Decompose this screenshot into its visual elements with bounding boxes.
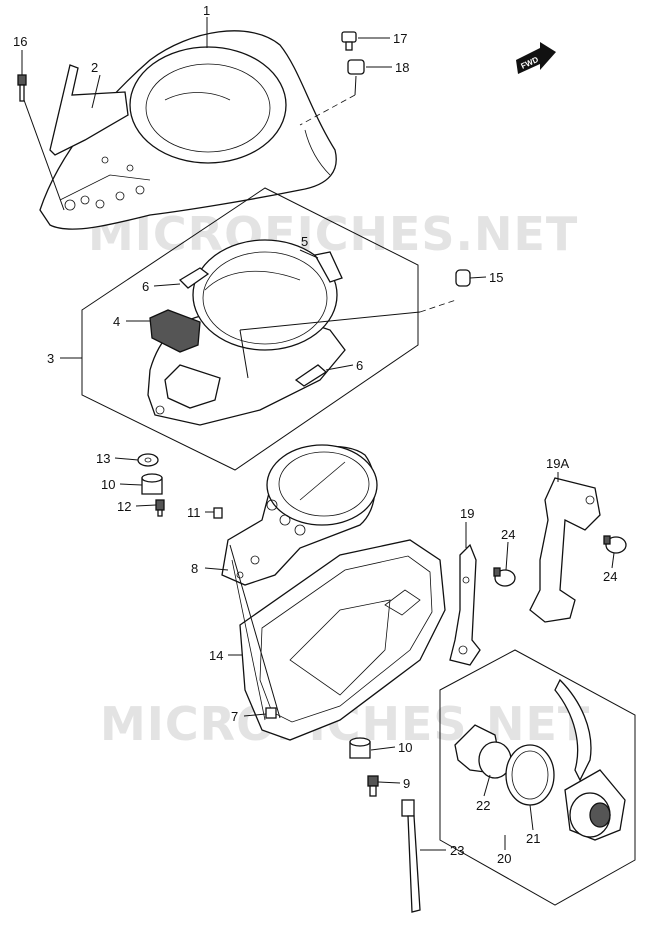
sensor-20 — [554, 678, 626, 841]
bracket-19a — [529, 477, 601, 623]
callout-15: 15 — [489, 270, 503, 285]
meter-cover-lower — [231, 539, 446, 741]
screw-9 — [367, 775, 379, 797]
callout-9: 9 — [403, 776, 410, 791]
callout-21: 21 — [526, 831, 540, 846]
cushion-6b — [294, 364, 328, 387]
callouts: 1 2 16 17 18 5 6 15 4 3 6 13 10 12 11 8 … — [13, 3, 617, 866]
cushion-5 — [313, 251, 343, 283]
callout-2: 2 — [91, 60, 98, 75]
callout-24b: 24 — [603, 569, 617, 584]
callout-10a: 10 — [101, 477, 115, 492]
callout-24a: 24 — [501, 527, 515, 542]
cushion-4 — [149, 309, 201, 353]
grommet-15 — [455, 269, 471, 287]
screw-11 — [213, 507, 223, 519]
grommet-10a — [141, 473, 163, 495]
nut-7 — [265, 707, 277, 719]
callout-19a: 19A — [546, 456, 569, 471]
callout-5: 5 — [301, 234, 308, 249]
cushion-18 — [347, 59, 365, 75]
cushion-6a — [178, 267, 210, 289]
callout-10b: 10 — [398, 740, 412, 755]
ring-21 — [505, 744, 555, 806]
clamp-24b — [603, 535, 627, 554]
callout-19: 19 — [460, 506, 474, 521]
callout-13: 13 — [96, 451, 110, 466]
washer-13 — [137, 453, 159, 467]
callout-20: 20 — [497, 851, 511, 866]
callout-11: 11 — [187, 505, 201, 520]
cover-bracket — [49, 64, 129, 156]
clamp-24a — [493, 567, 516, 587]
cable-tie-23 — [401, 799, 421, 913]
group-box-20 — [439, 649, 636, 906]
callout-6a: 6 — [142, 279, 149, 294]
callout-4: 4 — [113, 314, 120, 329]
speedometer-assembly — [221, 444, 378, 586]
socket-22 — [454, 724, 512, 779]
callout-14: 14 — [209, 648, 223, 663]
callout-7: 7 — [231, 709, 238, 724]
meter-cover-upper — [39, 30, 337, 230]
callout-16: 16 — [13, 34, 27, 49]
watermark-top: MICROFICHES.NET — [88, 207, 578, 261]
callout-1: 1 — [203, 3, 210, 18]
callout-3: 3 — [47, 351, 54, 366]
screw-17 — [341, 31, 357, 51]
callout-8: 8 — [191, 561, 198, 576]
callout-6b: 6 — [356, 358, 363, 373]
callout-17: 17 — [393, 31, 407, 46]
callout-22: 22 — [476, 798, 490, 813]
grommet-10b — [349, 737, 371, 759]
callout-12: 12 — [117, 499, 131, 514]
callout-18: 18 — [395, 60, 409, 75]
screw-16 — [17, 74, 27, 102]
screw-12 — [155, 499, 165, 517]
bracket-19 — [449, 543, 481, 666]
callout-23: 23 — [450, 843, 464, 858]
fwd-arrow-icon: FWD — [516, 42, 556, 74]
group-box-3 — [81, 187, 419, 471]
leader-lines — [21, 17, 615, 851]
